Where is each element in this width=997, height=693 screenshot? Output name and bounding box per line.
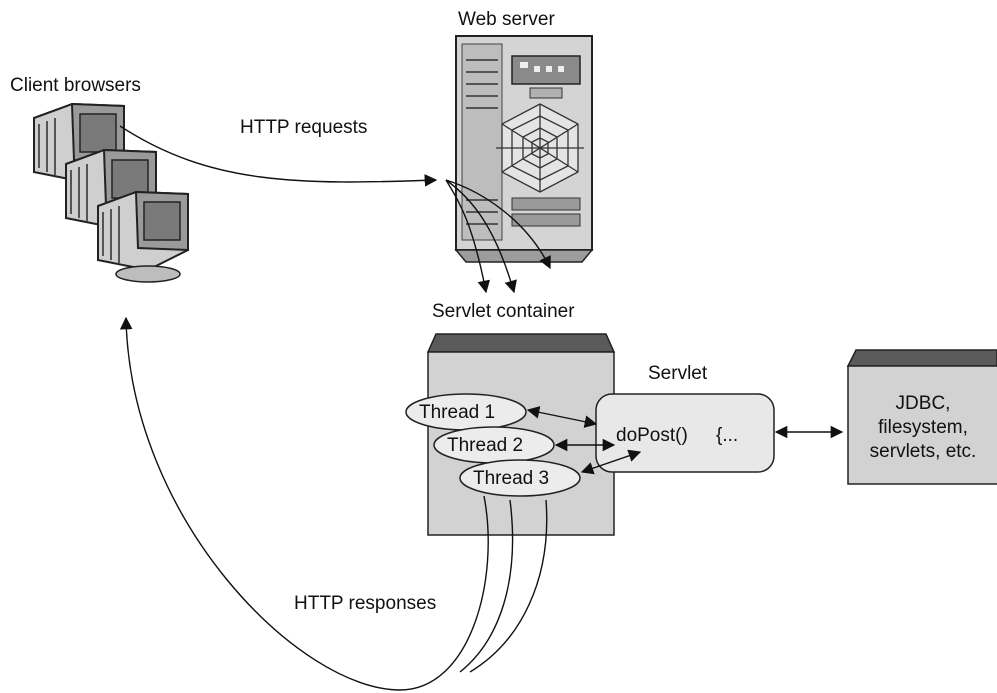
web-server-icon [454,35,594,263]
resource-jdbc: JDBC, [895,393,951,414]
response-curve [469,499,548,673]
resource-box [846,349,997,485]
web-server-label: Web server [458,9,555,30]
do-post-ellipsis: {... [716,425,739,446]
http-responses-arrow [119,316,489,691]
client-browsers-icon [33,102,189,283]
thread-1-label: Thread 1 [419,402,496,423]
monitor-icon [97,190,189,283]
do-post-label: doPost() [616,425,688,446]
dispatch-arrow [445,179,517,294]
thread-3-label: Thread 3 [473,468,550,489]
thread-2-label: Thread 2 [447,435,524,456]
client-browsers-label: Client browsers [10,75,141,96]
resources-label: JDBC, filesystem, servlets, etc. [848,392,997,464]
http-requests-arrow [119,125,438,187]
thread-3-oval [459,459,581,497]
monitor-icon [33,102,125,184]
dispatch-arrow [445,179,551,270]
resource-servlets: servlets, etc. [869,441,977,462]
http-responses-label: HTTP responses [294,593,437,614]
thread-1-servlet-arrow [526,406,598,428]
thread-3-servlet-arrow [580,449,642,475]
response-curve [459,499,514,673]
servlet-label: Servlet [648,363,708,384]
http-requests-label: HTTP requests [240,117,368,138]
resource-filesystem: filesystem, [878,417,968,438]
servlet-container-label: Servlet container [432,301,575,322]
dispatch-arrow [445,179,491,294]
